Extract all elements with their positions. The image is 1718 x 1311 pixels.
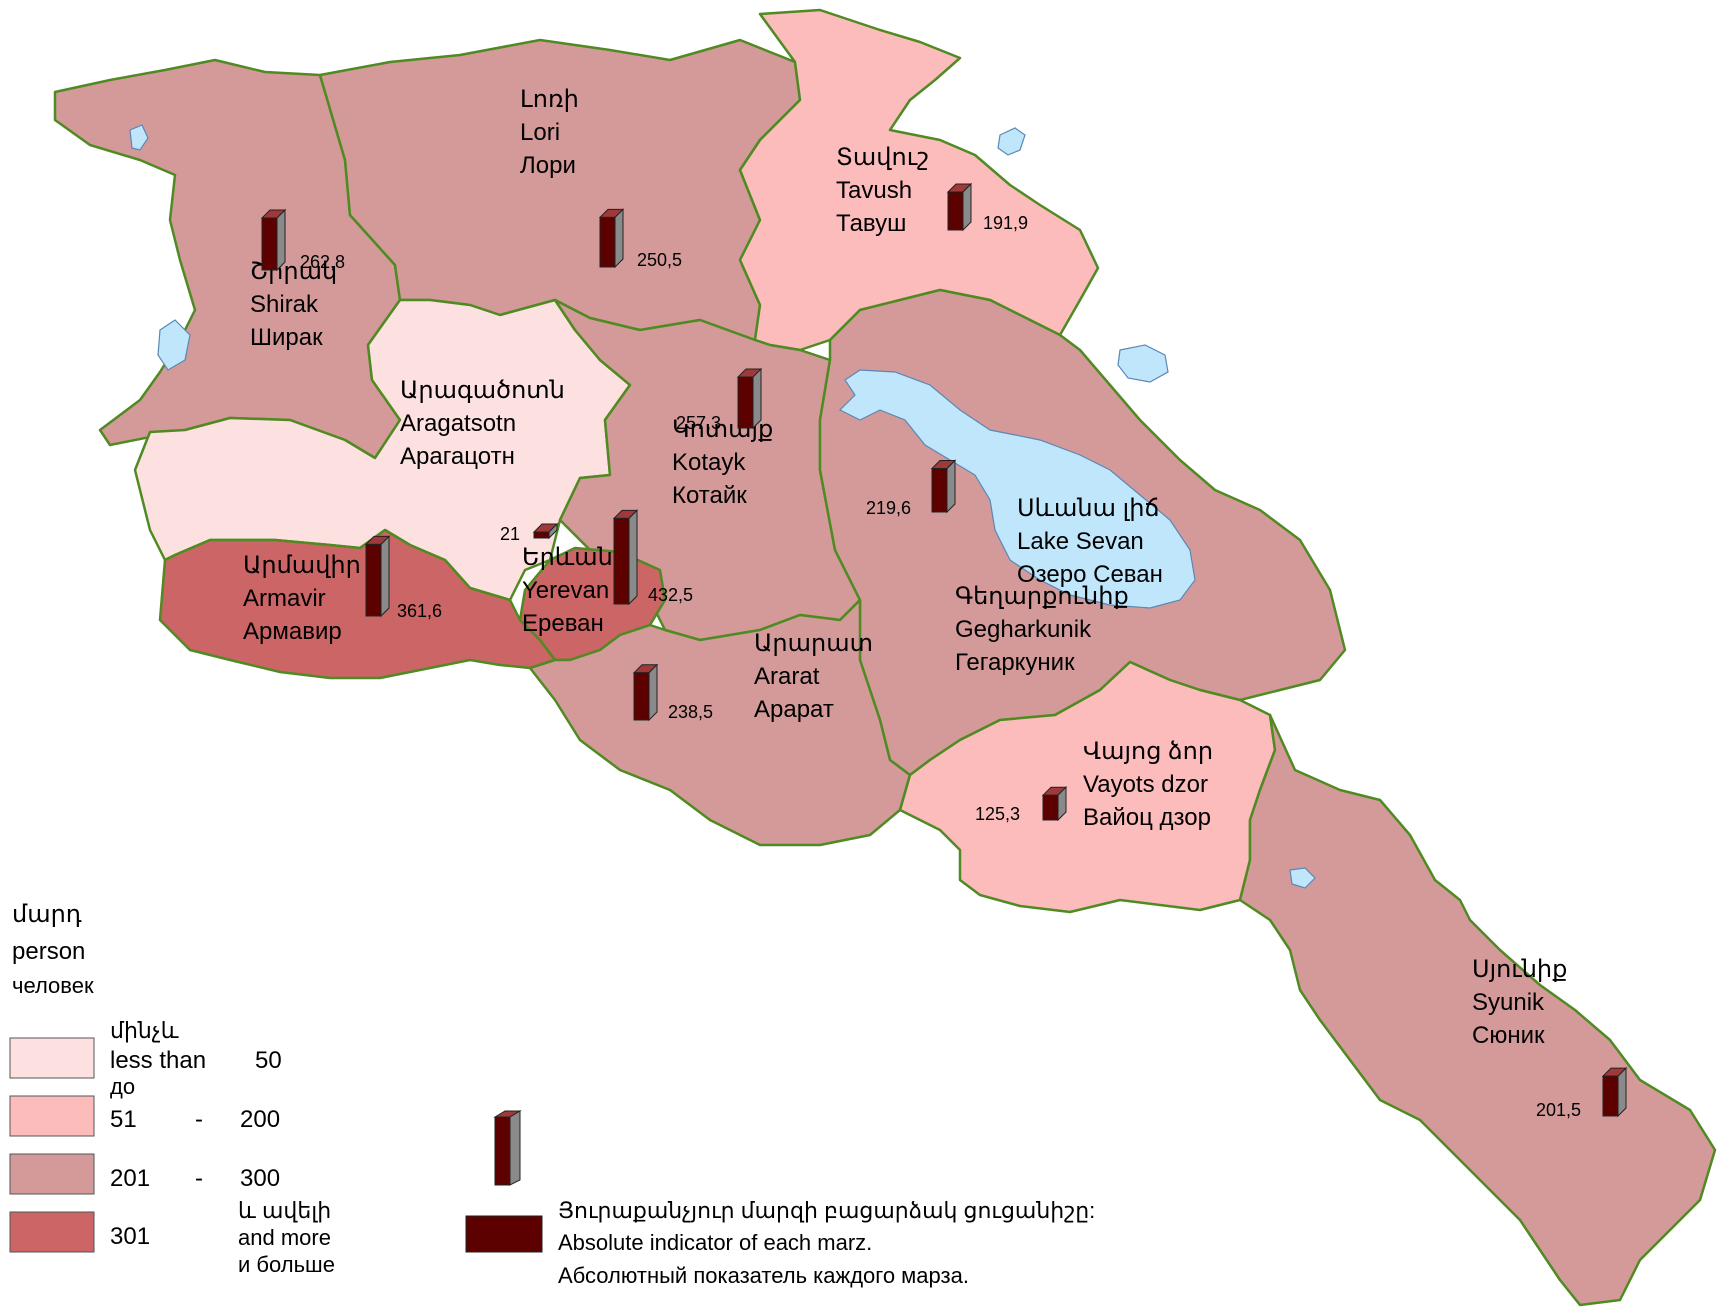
bar-yerevan bbox=[612, 509, 639, 606]
bar-gegharkunik bbox=[930, 459, 957, 514]
bar-armavir bbox=[364, 535, 391, 618]
legend-swatch-class-4 bbox=[9, 1211, 95, 1253]
bar-value-ararat: 238,5 bbox=[668, 702, 713, 722]
lake-sevan-shape bbox=[838, 369, 1196, 609]
region-label-lori-ru: Лори bbox=[520, 152, 576, 179]
bar-vayots-dzor bbox=[1041, 785, 1068, 822]
legend-bar-caption-ru: Абсолютный показатель каждого марза. bbox=[558, 1263, 969, 1288]
region-label-kotayk-ru: Котайк bbox=[672, 482, 747, 509]
legend-class-2-lower: 51 bbox=[110, 1106, 137, 1133]
bar-lori bbox=[598, 208, 625, 269]
legend-class-3-dash: - bbox=[195, 1165, 203, 1192]
legend-class-1-upper: 50 bbox=[255, 1047, 282, 1074]
legend-unit-en: person bbox=[12, 938, 85, 965]
region-label-vayots-dzor-en: Vayots dzor bbox=[1083, 771, 1208, 798]
legend-class-2-upper: 200 bbox=[240, 1106, 280, 1133]
region-label-lori-hy: Լոռի bbox=[520, 86, 579, 113]
lake-sevan-label-ru: Озеро Севан bbox=[1017, 561, 1163, 588]
bar-value-yerevan: 432,5 bbox=[648, 585, 693, 605]
bar-aragatsotn bbox=[532, 522, 559, 540]
region-label-yerevan-ru: Ереван bbox=[522, 610, 604, 637]
region-label-ararat-ru: Арарат bbox=[754, 696, 834, 723]
legend-class-2-dash: - bbox=[195, 1106, 203, 1133]
legend-bar-swatch bbox=[465, 1215, 543, 1253]
legend-swatch-class-2 bbox=[9, 1095, 95, 1137]
legend-bar-sample bbox=[493, 1110, 522, 1186]
region-label-lori-en: Lori bbox=[520, 119, 560, 146]
region-label-ararat-en: Ararat bbox=[754, 663, 820, 690]
legend-bar-caption-hy: Յուրաքանչյուր մարզի բացարձակ ցուցանիշը: bbox=[558, 1198, 1095, 1223]
bar-value-syunik: 201,5 bbox=[1536, 1100, 1581, 1120]
legend-class-1-prefix-ru: до bbox=[110, 1074, 135, 1099]
legend-bar-caption-en: Absolute indicator of each marz. bbox=[558, 1230, 872, 1255]
lake-shirak-west bbox=[157, 319, 191, 371]
lake-tavush bbox=[997, 127, 1026, 156]
bar-value-vayots-dzor: 125,3 bbox=[975, 804, 1020, 824]
lake-sevan-label-en: Lake Sevan bbox=[1017, 528, 1144, 555]
region-label-armavir-ru: Армавир bbox=[243, 618, 342, 645]
region-label-armavir-en: Armavir bbox=[243, 585, 326, 612]
bar-value-shirak: 262,8 bbox=[300, 252, 345, 272]
legend-class-1-prefix-hy: մինչև bbox=[110, 1018, 179, 1043]
legend-swatch-class-1 bbox=[9, 1037, 95, 1079]
region-label-vayots-dzor-ru: Вайоц дзор bbox=[1083, 804, 1211, 831]
legend-class-4-suffix-ru: и больше bbox=[238, 1252, 335, 1277]
region-label-shirak-ru: Ширак bbox=[250, 324, 323, 351]
region-label-armavir-hy: Արմավիր bbox=[243, 552, 361, 579]
legend-unit-ru: человек bbox=[12, 973, 94, 998]
region-label-aragatsotn-en: Aragatsotn bbox=[400, 410, 516, 437]
region-label-aragatsotn-hy: Արագածոտն bbox=[400, 377, 565, 404]
lake-small-shirak-top bbox=[129, 124, 149, 151]
legend-class-1-prefix-en: less than bbox=[110, 1047, 206, 1074]
region-label-tavush-ru: Тавуш bbox=[836, 210, 906, 237]
bar-tavush bbox=[946, 182, 973, 232]
region-label-syunik-hy: Սյունիք bbox=[1472, 956, 1567, 983]
region-bars: 262,8 250,5 191,9 21 257,3 219,6 361,6 432,5 238… bbox=[260, 182, 1628, 1120]
region-label-yerevan-hy: Երևան bbox=[522, 544, 613, 571]
region-label-syunik-ru: Сюник bbox=[1472, 1022, 1545, 1049]
bar-shirak bbox=[260, 208, 287, 272]
legend-class-3-lower: 201 bbox=[110, 1165, 150, 1192]
region-label-gegharkunik-ru: Гегаркуник bbox=[955, 649, 1075, 676]
bar-ararat bbox=[632, 663, 659, 722]
region-label-kotayk-en: Kotayk bbox=[672, 449, 746, 476]
region-label-aragatsotn-ru: Арагацотн bbox=[400, 443, 515, 470]
region-label-syunik-en: Syunik bbox=[1472, 989, 1545, 1016]
legend-class-3-upper: 300 bbox=[240, 1165, 280, 1192]
lake-gegharkunik-east bbox=[1117, 344, 1169, 383]
bar-value-kotayk: 257,3 bbox=[676, 413, 721, 433]
bar-value-gegharkunik: 219,6 bbox=[866, 498, 911, 518]
region-label-tavush-en: Tavush bbox=[836, 177, 912, 204]
lake-sevan-label-hy: Սևանա լիճ bbox=[1017, 495, 1160, 522]
bar-value-lori: 250,5 bbox=[637, 250, 682, 270]
region-label-yerevan-en: Yerevan bbox=[522, 577, 609, 604]
bar-value-aragatsotn: 21 bbox=[500, 524, 520, 544]
region-label-gegharkunik-hy: Գեղարքունիք bbox=[955, 583, 1129, 610]
legend-class-4-lower: 301 bbox=[110, 1223, 150, 1250]
legend-class-4-suffix-en: and more bbox=[238, 1225, 331, 1250]
legend-class-4-suffix-hy: և ավելի bbox=[238, 1198, 331, 1223]
region-label-ararat-hy: Արարատ bbox=[754, 630, 873, 657]
region-ararat[interactable] bbox=[528, 598, 912, 847]
legend-unit-hy: մարդ bbox=[12, 901, 82, 928]
region-label-vayots-dzor-hy: Վայոց ձոր bbox=[1083, 738, 1213, 765]
bar-syunik bbox=[1601, 1066, 1628, 1118]
bar-kotayk bbox=[736, 367, 763, 430]
region-label-gegharkunik-en: Gegharkunik bbox=[955, 616, 1092, 643]
bar-value-armavir: 361,6 bbox=[397, 601, 442, 621]
region-label-shirak-en: Shirak bbox=[250, 291, 319, 318]
legend-swatch-class-3 bbox=[9, 1153, 95, 1195]
region-label-tavush-hy: Տավուշ bbox=[836, 144, 929, 171]
lake-syunik bbox=[1289, 867, 1316, 889]
bar-value-tavush: 191,9 bbox=[983, 213, 1028, 233]
region-syunik[interactable] bbox=[1238, 713, 1717, 1307]
